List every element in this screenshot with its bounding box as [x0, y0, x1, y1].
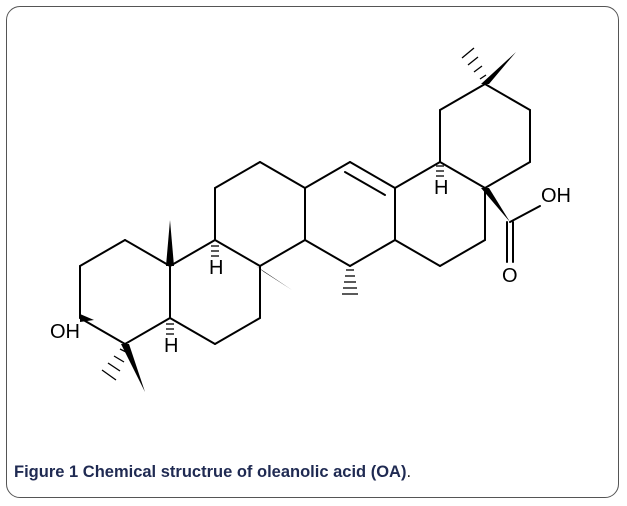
hydrogen-c9-label: H [209, 257, 223, 279]
hydrogen-c18-label: H [434, 177, 448, 199]
hydrogen-hash-c9 [211, 245, 219, 257]
hydrogen-hash-c18 [436, 165, 444, 177]
methyl-wedge-c10 [166, 220, 174, 266]
ring-e [394, 161, 486, 267]
hydroxyl-label: OH [50, 321, 80, 343]
figure-title: Chemical structrue of oleanolic acid (OA… [82, 463, 407, 481]
ring-f [439, 83, 531, 189]
carboxylic-acid-group [506, 205, 541, 263]
figure-frame [6, 6, 619, 498]
ring-b [169, 239, 261, 345]
carbonyl-oxygen-label: O [502, 265, 518, 287]
methyl-wedge-c20 [481, 52, 516, 84]
figure-label: Figure 1 [14, 463, 79, 481]
hydroxyl-wedge-c3 [80, 314, 94, 322]
double-bond-c12-c13 [344, 171, 386, 196]
acid-hydroxyl-label: OH [541, 185, 571, 207]
methyl-wedge-c8 [256, 266, 292, 290]
methyl-hash-c20 [461, 47, 487, 80]
ring-d [304, 161, 396, 267]
hydrogen-hash-c5 [166, 323, 174, 335]
caption-period: . [406, 463, 412, 481]
methyl-hash-c14 [342, 269, 358, 295]
methyl-hash-c4 [101, 348, 129, 381]
hydrogen-c5-label: H [164, 335, 178, 357]
carboxyl-wedge-c17 [481, 188, 510, 222]
figure-caption: Figure 1 Chemical structrue of oleanolic… [14, 463, 614, 482]
ring-c [214, 161, 306, 267]
methyl-wedge-c4 [121, 344, 145, 392]
ring-a [79, 239, 171, 345]
